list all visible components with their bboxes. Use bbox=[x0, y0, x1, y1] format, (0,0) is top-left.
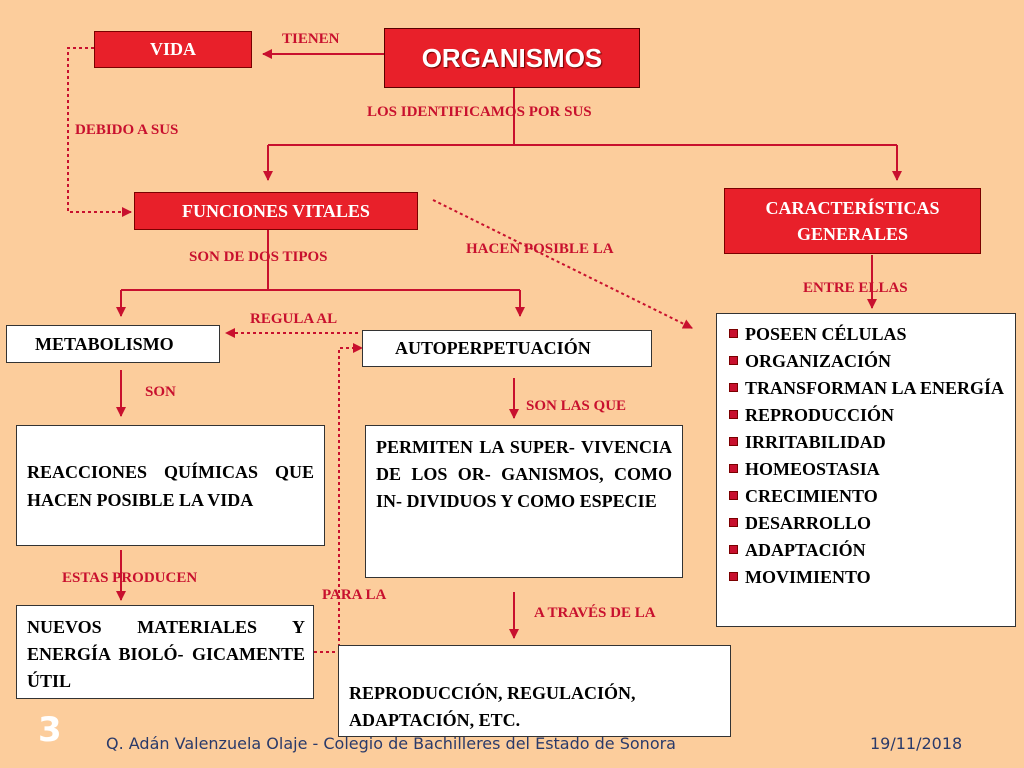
characteristic-item: ADAPTACIÓN bbox=[717, 537, 1007, 564]
node-permiten: PERMITEN LA SUPER- VIVENCIA DE LOS OR- G… bbox=[365, 425, 683, 578]
bullet-icon bbox=[729, 383, 738, 392]
bullet-icon bbox=[729, 410, 738, 419]
node-vida: VIDA bbox=[94, 31, 252, 68]
characteristic-label: CRECIMIENTO bbox=[745, 486, 878, 506]
characteristic-item: HOMEOSTASIA bbox=[717, 456, 1007, 483]
characteristic-label: ORGANIZACIÓN bbox=[745, 351, 892, 371]
dotted-nuevos-auto bbox=[314, 343, 363, 653]
characteristic-label: MOVIMIENTO bbox=[745, 567, 871, 587]
bullet-icon bbox=[729, 329, 738, 338]
characteristic-label: ADAPTACIÓN bbox=[745, 540, 866, 560]
characteristic-label: POSEEN CÉLULAS bbox=[745, 324, 907, 344]
label-entre-ellas: ENTRE ELLAS bbox=[803, 280, 908, 296]
label-son-las-que: SON LAS QUE bbox=[526, 398, 627, 414]
characteristics-list-box: POSEEN CÉLULAS ORGANIZACIÓN TRANSFORMAN LA… bbox=[716, 313, 1016, 627]
title-text: ORGANISMOS bbox=[421, 42, 603, 73]
label-tienen: TIENEN bbox=[282, 31, 340, 47]
node-nuevos-materiales: NUEVOS MATERIALES Y ENERGÍA BIOLÓ- GICAM… bbox=[16, 605, 314, 699]
footer-author: Q. Adán Valenzuela Olaje - Colegio de Ba… bbox=[106, 734, 676, 753]
characteristic-label: DESARROLLO bbox=[745, 513, 872, 533]
label-son: SON bbox=[145, 384, 176, 400]
label-traves: A TRAVÉS DE LA bbox=[534, 605, 656, 621]
label-identificamos: LOS IDENTIFICAMOS POR SUS bbox=[367, 104, 592, 120]
characteristic-item: DESARROLLO bbox=[717, 510, 1007, 537]
label-regula: REGULA AL bbox=[250, 311, 338, 327]
node-funciones-vitales: FUNCIONES VITALES bbox=[134, 192, 418, 230]
bullet-icon bbox=[729, 491, 738, 500]
label-hacen-posible: HACEN POSIBLE LA bbox=[466, 241, 614, 257]
characteristic-item: POSEEN CÉLULAS bbox=[717, 321, 1007, 348]
bullet-icon bbox=[729, 545, 738, 554]
characteristic-item: ORGANIZACIÓN bbox=[717, 348, 1007, 375]
characteristic-label: TRANSFORMAN LA ENERGÍA bbox=[745, 378, 1005, 398]
bullet-icon bbox=[729, 572, 738, 581]
slide-number: 3 bbox=[38, 710, 62, 750]
dotted-vida-funciones bbox=[67, 47, 132, 217]
footer-date: 19/11/2018 bbox=[870, 734, 963, 753]
characteristic-item: IRRITABILIDAD bbox=[717, 429, 1007, 456]
characteristic-item: TRANSFORMAN LA ENERGÍA bbox=[717, 375, 1007, 402]
node-reproduccion: REPRODUCCIÓN, REGULACIÓN, ADAPTACIÓN, ET… bbox=[338, 645, 731, 737]
bullet-icon bbox=[729, 356, 738, 365]
node-metabolismo: METABOLISMO bbox=[6, 325, 220, 363]
characteristic-item: REPRODUCCIÓN bbox=[717, 402, 1007, 429]
characteristic-label: REPRODUCCIÓN bbox=[745, 405, 895, 425]
characteristic-label: IRRITABILIDAD bbox=[745, 432, 886, 452]
node-caracteristicas-generales: CARACTERÍSTICAS GENERALES bbox=[724, 188, 981, 254]
label-para-la: PARA LA bbox=[322, 587, 387, 603]
characteristic-label: HOMEOSTASIA bbox=[745, 459, 880, 479]
bullet-icon bbox=[729, 518, 738, 527]
label-debido: DEBIDO A SUS bbox=[75, 122, 179, 138]
dotted-funciones-list bbox=[432, 199, 693, 329]
title-box-organismos: ORGANISMOS bbox=[384, 28, 640, 88]
node-reacciones: REACCIONES QUÍMICAS QUE HACEN POSIBLE LA… bbox=[16, 425, 325, 546]
label-dos-tipos: SON DE DOS TIPOS bbox=[189, 249, 328, 265]
characteristics-list: POSEEN CÉLULAS ORGANIZACIÓN TRANSFORMAN LA… bbox=[717, 321, 1007, 591]
bullet-icon bbox=[729, 464, 738, 473]
bullet-icon bbox=[729, 437, 738, 446]
characteristic-item: MOVIMIENTO bbox=[717, 564, 1007, 591]
characteristic-item: CRECIMIENTO bbox=[717, 483, 1007, 510]
node-autoperpetuacion: AUTOPERPETUACIÓN bbox=[362, 330, 652, 367]
label-producen: ESTAS PRODUCEN bbox=[62, 570, 198, 586]
